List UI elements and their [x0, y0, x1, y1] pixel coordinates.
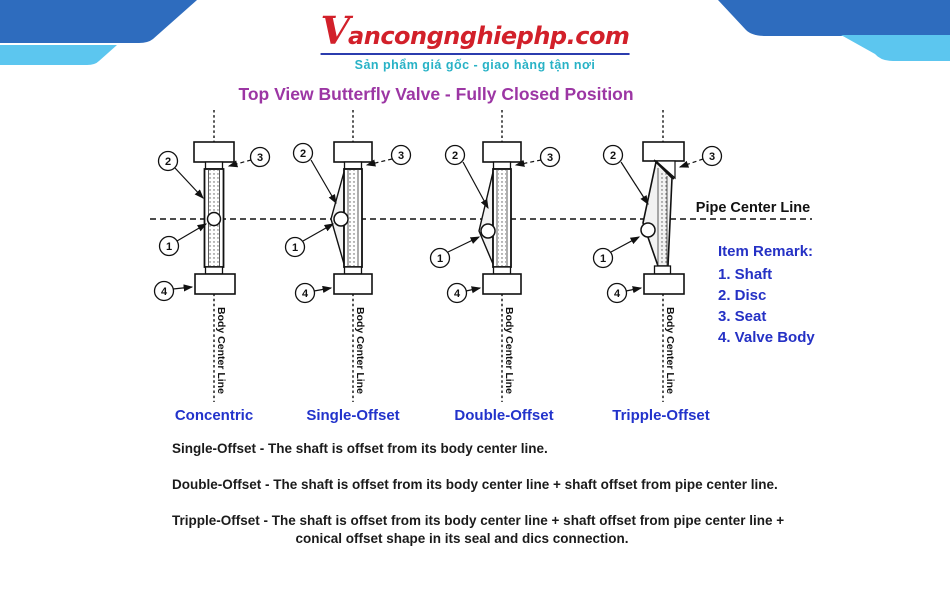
valve-label-double-offset: Double-Offset	[454, 407, 554, 424]
callout-shaft: 1	[600, 253, 606, 265]
callout-disc: 2	[452, 150, 458, 162]
callout-valve-body: 4	[454, 288, 461, 300]
callout-seat: 3	[398, 150, 404, 162]
valve-tripple-offset: 2 3 1 4 Body Center Line	[592, 110, 723, 402]
legend-item-disc: 2. Disc	[718, 287, 767, 304]
shaft	[206, 211, 222, 227]
note-tripple-offset-line2: conical offset shape in its seal and dic…	[295, 531, 629, 546]
legend-item-shaft: 1. Shaft	[718, 266, 773, 283]
note-tripple-offset-line1: Tripple-Offset - The shaft is offset fro…	[172, 513, 785, 528]
disc-wedge	[478, 171, 494, 265]
brand-initial: V	[320, 8, 351, 53]
body-center-line-label: Body Center Line	[503, 307, 515, 394]
callout-seat: 3	[547, 152, 553, 164]
valve-label-single-offset: Single-Offset	[306, 407, 400, 424]
valve-single-offset: 2 3 1 4 Body Center Line	[284, 110, 412, 402]
legend-title: Item Remark:	[718, 243, 814, 260]
shaft	[333, 211, 349, 227]
callout-disc: 2	[300, 148, 306, 160]
pipe-center-line-label: Pipe Center Line	[696, 200, 810, 216]
callout-shaft: 1	[166, 241, 172, 253]
legend-item-seat: 3. Seat	[718, 308, 767, 325]
note-single-offset: Single-Offset - The shaft is offset from…	[172, 441, 548, 456]
valve-label-tripple-offset: Tripple-Offset	[612, 407, 710, 424]
shaft	[640, 222, 656, 238]
valve-body	[482, 273, 522, 295]
valve-label-concentric: Concentric	[174, 407, 254, 424]
header-shape-right-dark	[718, 0, 950, 36]
header-shape-left-light	[0, 45, 117, 65]
brand-logo-text: Vancongnghiephp.com	[320, 12, 630, 55]
valve-body	[194, 273, 236, 295]
disc	[642, 160, 673, 267]
seat-cut	[654, 160, 676, 180]
butterfly-valve-diagram: Pipe Center Line 2 3 1 4 Body Cen	[150, 110, 812, 402]
valve-concentric: 2 3 1 4 Body Center Line	[153, 110, 271, 402]
callout-seat: 3	[709, 151, 715, 163]
valve-body	[643, 273, 685, 295]
body-center-line-label: Body Center Line	[664, 307, 676, 394]
callout-shaft: 1	[292, 242, 298, 254]
callout-valve-body: 4	[161, 286, 168, 298]
valve-double-offset: 2 3 1 4 Body Center Line	[429, 110, 561, 402]
callout-valve-body: 4	[302, 288, 309, 300]
note-double-offset: Double-Offset - The shaft is offset from…	[172, 477, 778, 492]
brand-tagline: Sản phẩm giá gốc - giao hàng tận nơi	[354, 58, 596, 72]
callout-seat: 3	[257, 152, 263, 164]
header-decoration	[0, 0, 950, 65]
callout-valve-body: 4	[614, 288, 621, 300]
body-center-line-label: Body Center Line	[215, 307, 227, 394]
brand-logo[interactable]: Vancongnghiephp.com Sản phẩm giá gốc - g…	[320, 12, 630, 72]
page-title: Top View Butterfly Valve - Fully Closed …	[238, 84, 634, 104]
callout-disc: 2	[165, 156, 171, 168]
valve-body	[333, 273, 373, 295]
brand-name: ancongnghiephp.com	[348, 22, 630, 50]
shaft	[480, 223, 496, 239]
header-shape-right-light	[841, 35, 950, 61]
body-center-line-label: Body Center Line	[354, 307, 366, 394]
legend-item-valve-body: 4. Valve Body	[718, 329, 815, 346]
header-shape-left-dark	[0, 0, 197, 43]
callout-shaft: 1	[437, 253, 443, 265]
item-remark-legend: Item Remark: 1. Shaft 2. Disc 3. Seat 4.…	[718, 243, 815, 347]
callout-disc: 2	[610, 150, 616, 162]
